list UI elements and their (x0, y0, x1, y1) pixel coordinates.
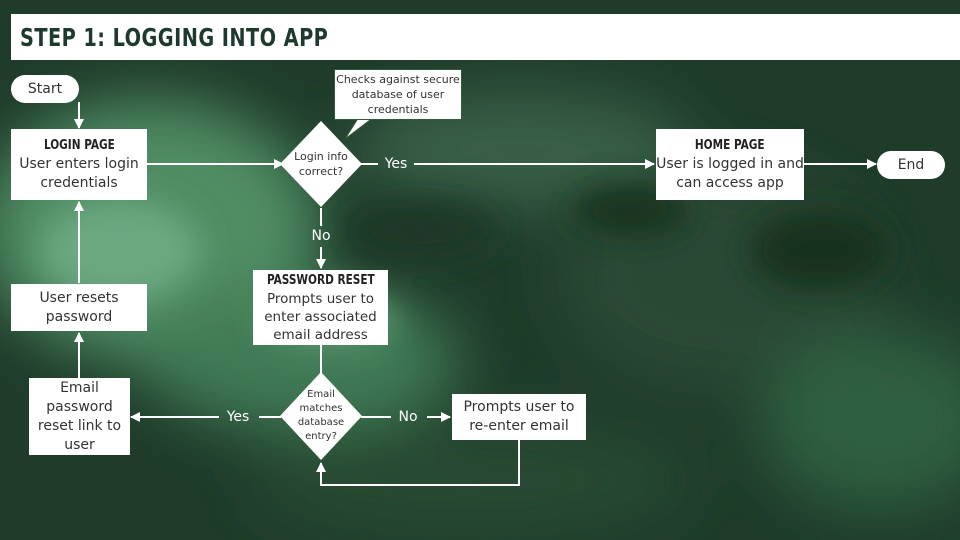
login-page-heading: LOGIN PAGE (43, 138, 115, 153)
home-page-box: HOME PAGE User is logged in and can acce… (656, 129, 804, 200)
login-page-text: User enters login credentials (19, 156, 139, 191)
callout-pointer (344, 119, 371, 140)
login-decision-diamond (280, 121, 362, 207)
login-decision-label: Login info correct? (294, 150, 348, 178)
reenter-email-box: Prompts user to re-enter email (452, 394, 586, 440)
email-link-box: Email password reset link to user (29, 378, 130, 455)
user-resets-box: User resets password (11, 284, 147, 331)
user-resets-text: User resets password (39, 289, 119, 325)
email-no-label: No (398, 409, 418, 425)
end-node: End (877, 151, 945, 179)
end-label: End (897, 157, 925, 173)
email-decision-diamond (280, 372, 362, 460)
email-link-text: Email password reset link to user (37, 379, 122, 453)
password-reset-heading: PASSWORD RESET (266, 273, 375, 288)
callout-text: Checks against secure database of user c… (336, 73, 460, 116)
login-no-label: No (311, 228, 331, 244)
password-reset-text: Prompts user to enter associated email a… (264, 291, 377, 343)
home-page-heading: HOME PAGE (695, 138, 765, 153)
email-decision-label: Email matches database entry? (297, 389, 345, 442)
database-check-callout: Checks against secure database of user c… (334, 69, 462, 120)
edge-reenter-loop (316, 440, 520, 486)
start-label: Start (27, 81, 63, 97)
title-bar: STEP 1: LOGGING INTO APP (11, 14, 960, 60)
login-yes-label: Yes (384, 156, 408, 172)
page-title: STEP 1: LOGGING INTO APP (20, 23, 329, 52)
reenter-email-text: Prompts user to re-enter email (463, 399, 575, 434)
email-yes-label: Yes (226, 409, 250, 425)
login-page-box: LOGIN PAGE User enters login credentials (11, 129, 147, 200)
start-node: Start (11, 75, 79, 103)
password-reset-box: PASSWORD RESET Prompts user to enter ass… (253, 270, 388, 345)
home-page-text: User is logged in and can access app (656, 156, 804, 191)
